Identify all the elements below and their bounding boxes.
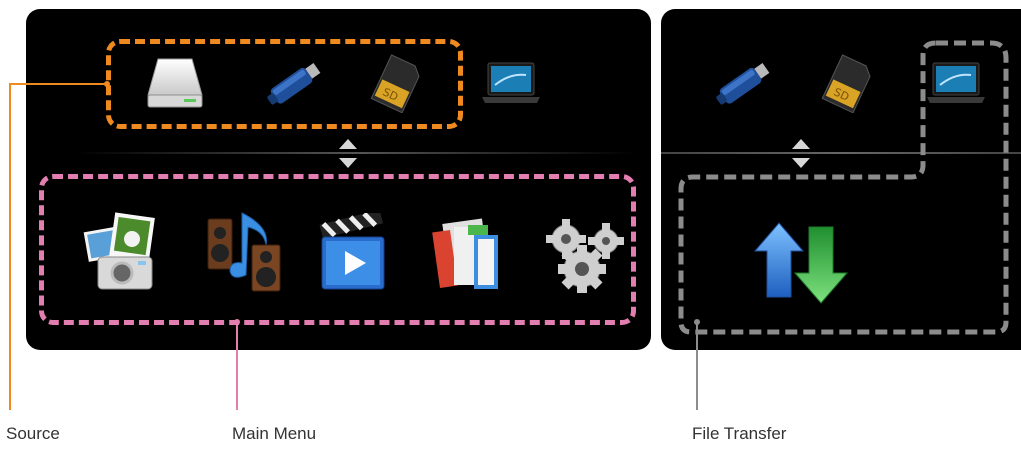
laptop-icon[interactable] — [925, 61, 987, 105]
file-transfer-frame — [678, 40, 1009, 335]
scroll-down-arrow[interactable] — [792, 158, 810, 168]
source-label: Source — [6, 424, 60, 443]
settings-icon[interactable] — [540, 217, 628, 293]
photos-icon[interactable] — [78, 207, 166, 295]
svg-text:SD: SD — [381, 85, 400, 103]
scroll-up-arrow[interactable] — [339, 139, 357, 149]
files-icon[interactable] — [428, 213, 508, 293]
file-transfer-label: File Transfer — [692, 424, 787, 443]
scroll-up-arrow[interactable] — [792, 139, 810, 149]
file-transfer-icon[interactable] — [751, 221, 851, 305]
transfer-divider — [661, 152, 1021, 154]
music-icon[interactable] — [202, 209, 288, 293]
usb-drive-icon[interactable] — [711, 59, 775, 109]
sd-card-icon[interactable]: SD — [366, 53, 424, 113]
scroll-down-arrow[interactable] — [339, 158, 357, 168]
source-menu-divider — [76, 152, 636, 154]
usb-drive-icon[interactable] — [262, 59, 326, 109]
main-screen-panel: SD — [26, 9, 651, 350]
laptop-icon[interactable] — [480, 61, 542, 105]
svg-text:SD: SD — [832, 85, 851, 103]
sd-card-icon[interactable]: SD — [817, 53, 875, 113]
movies-icon[interactable] — [316, 213, 390, 293]
hard-drive-icon[interactable] — [146, 57, 204, 109]
main-menu-label: Main Menu — [232, 424, 317, 443]
file-transfer-panel: SD — [661, 9, 1021, 350]
main-menu-frame — [39, 174, 636, 325]
